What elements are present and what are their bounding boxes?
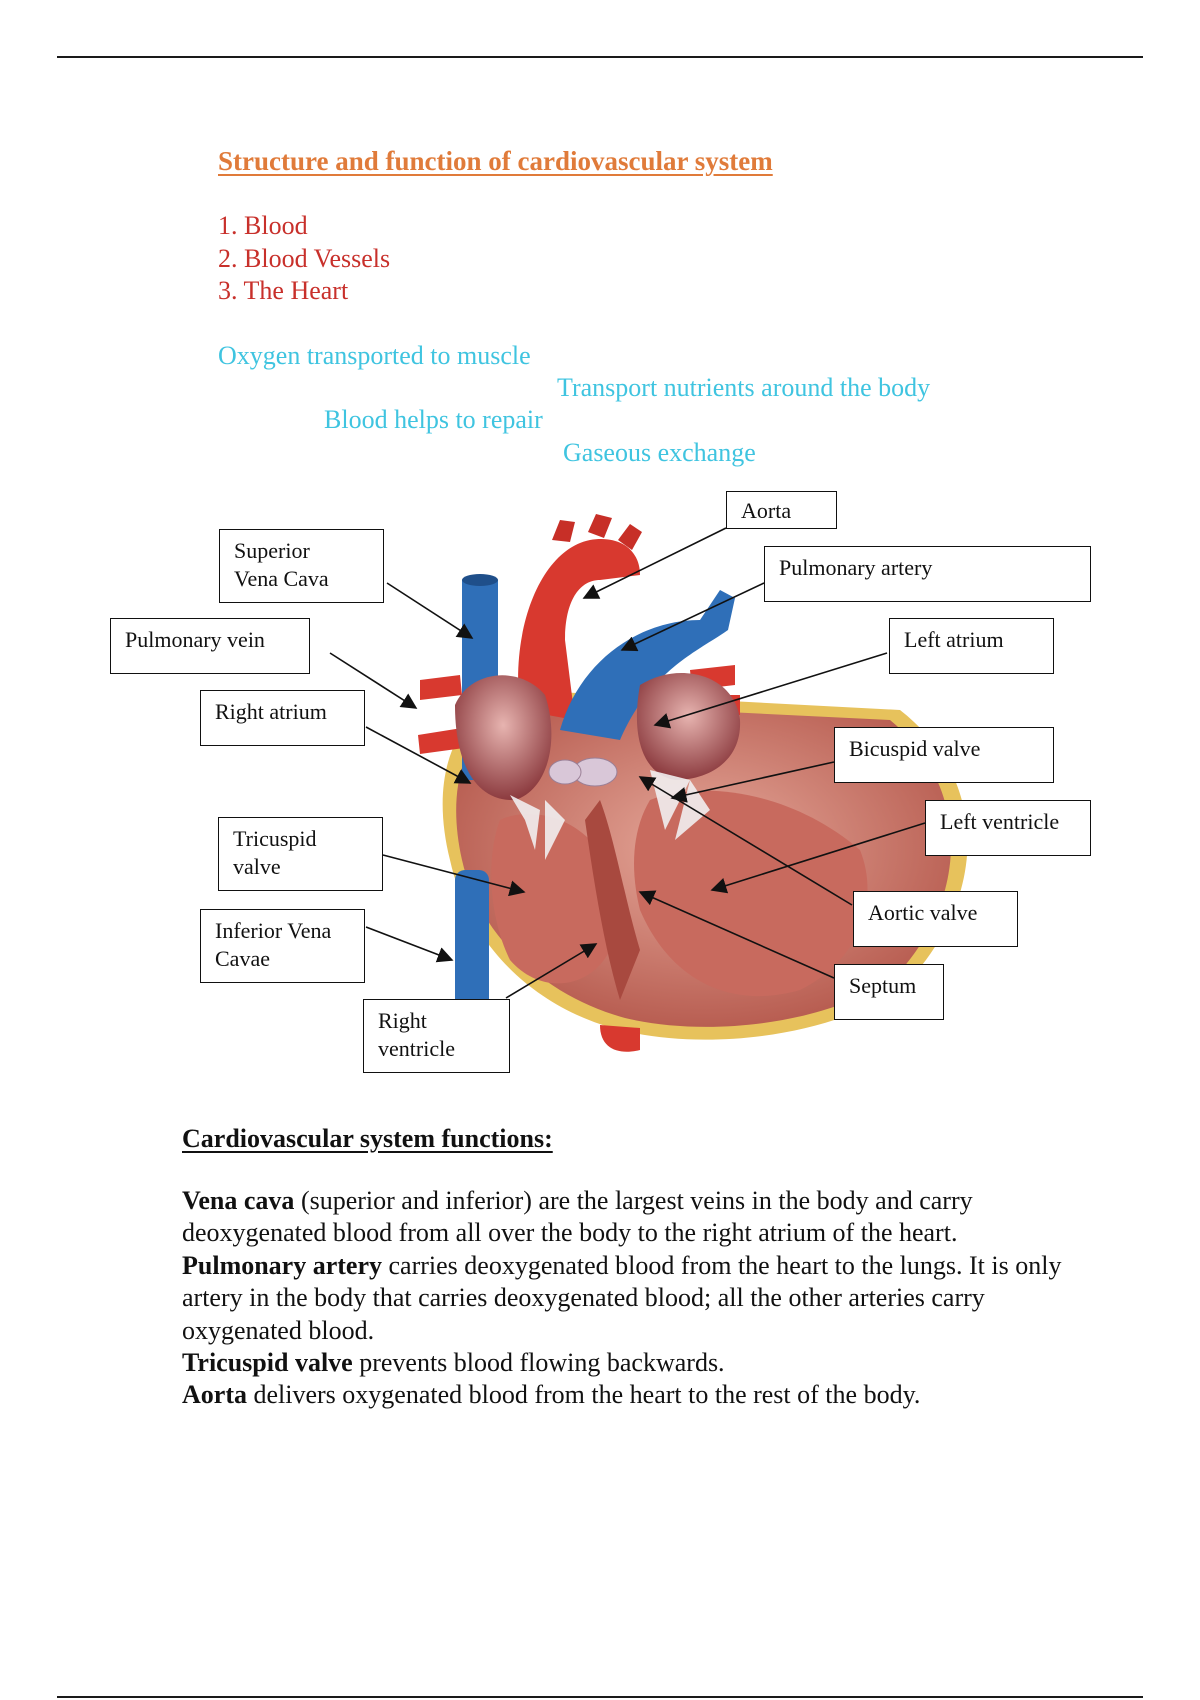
label-aorta: Aorta	[726, 491, 837, 529]
label-superior-vena-cava: Superior Vena Cava	[219, 529, 384, 603]
label-bicuspid-valve: Bicuspid valve	[834, 727, 1054, 783]
list-item: 3. The Heart	[218, 275, 390, 308]
definition: (superior and inferior) are the largest …	[182, 1186, 973, 1247]
label-left-ventricle: Left ventricle	[925, 800, 1091, 856]
label-septum: Septum	[834, 964, 944, 1020]
label-inferior-vena-cava: Inferior Vena Cavae	[200, 909, 365, 983]
label-pulmonary-vein: Pulmonary vein	[110, 618, 310, 674]
section-body: Vena cava (superior and inferior) are th…	[182, 1185, 1082, 1412]
top-rule	[57, 56, 1143, 58]
term: Tricuspid valve	[182, 1348, 353, 1377]
label-pulmonary-artery: Pulmonary artery	[764, 546, 1091, 602]
paragraph-pulmonary-artery: Pulmonary artery carries deoxygenated bl…	[182, 1250, 1082, 1347]
label-aortic-valve: Aortic valve	[853, 891, 1018, 947]
topic-list: 1. Blood 2. Blood Vessels 3. The Heart	[218, 210, 390, 308]
section-heading: Cardiovascular system functions:	[182, 1124, 553, 1154]
paragraph-aorta: Aorta delivers oxygenated blood from the…	[182, 1379, 1082, 1411]
term: Aorta	[182, 1380, 247, 1409]
definition: prevents blood flowing backwards.	[353, 1348, 725, 1377]
note-nutrients: Transport nutrients around the body	[557, 373, 930, 403]
definition: delivers oxygenated blood from the heart…	[247, 1380, 920, 1409]
term: Vena cava	[182, 1186, 294, 1215]
label-right-ventricle: Right ventricle	[363, 999, 510, 1073]
note-gas: Gaseous exchange	[563, 438, 756, 468]
term: Pulmonary artery	[182, 1251, 382, 1280]
label-tricuspid-valve: Tricuspid valve	[218, 817, 383, 891]
heart-diagram: Superior Vena Cava Pulmonary vein Right …	[0, 480, 1200, 1100]
list-item: 1. Blood	[218, 210, 390, 243]
inferior-vena-cava	[455, 870, 489, 1020]
list-item: 2. Blood Vessels	[218, 243, 390, 276]
note-repair: Blood helps to repair	[324, 405, 543, 435]
paragraph-vena-cava: Vena cava (superior and inferior) are th…	[182, 1185, 1082, 1250]
label-left-atrium: Left atrium	[889, 618, 1054, 674]
paragraph-tricuspid-valve: Tricuspid valve prevents blood flowing b…	[182, 1347, 1082, 1379]
bottom-rule	[57, 1696, 1143, 1698]
note-oxygen: Oxygen transported to muscle	[218, 341, 531, 371]
label-right-atrium: Right atrium	[200, 690, 365, 746]
page-title: Structure and function of cardiovascular…	[218, 146, 773, 177]
